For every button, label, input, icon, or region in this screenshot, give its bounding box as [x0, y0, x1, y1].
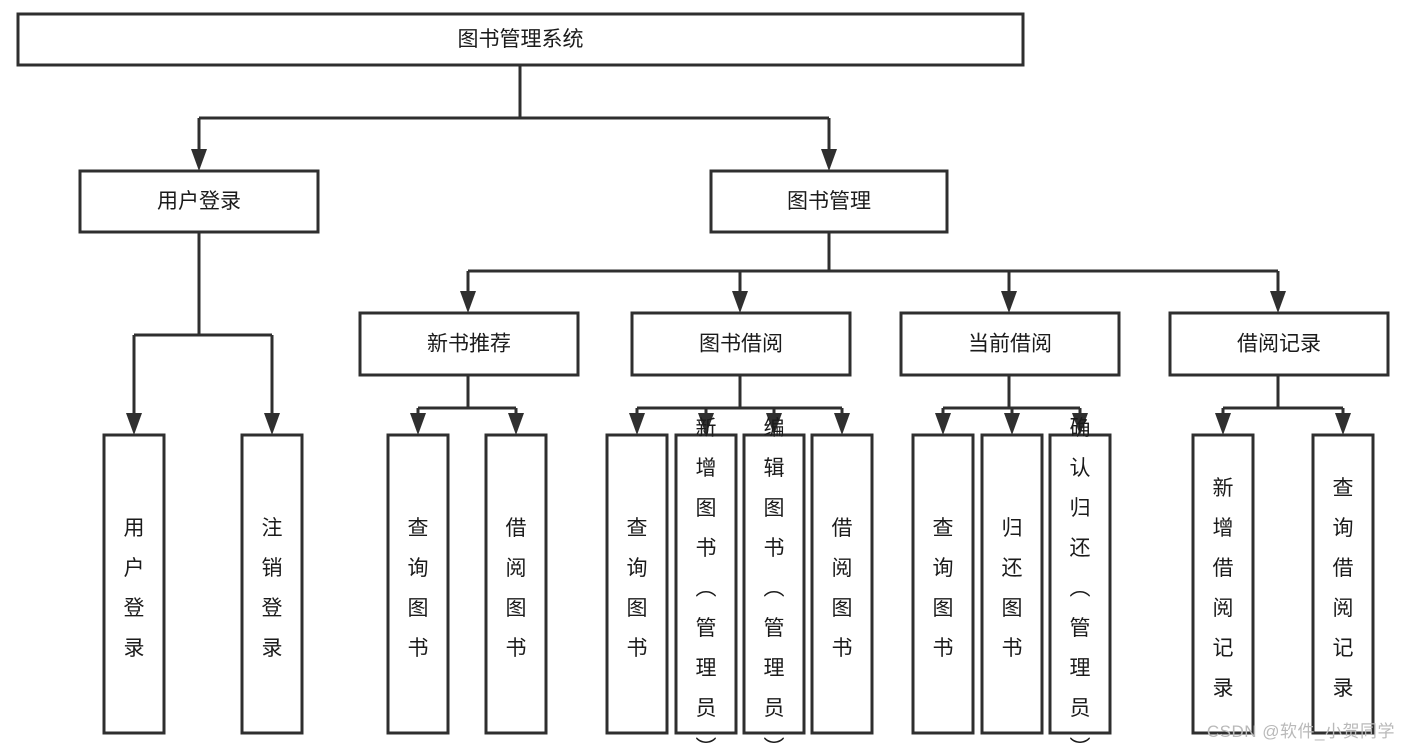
node-box-leaf-edit-book-admin[interactable]	[742, 433, 806, 735]
node-box-leaf-user-login[interactable]	[102, 433, 166, 735]
arrow-head-icon	[821, 149, 837, 171]
connector-group-book-manage-split	[460, 232, 1286, 313]
node-leaf-query-record[interactable]: 查询借阅记录	[1311, 433, 1375, 735]
arrow-head-icon	[460, 291, 476, 313]
node-box-leaf-logout[interactable]	[240, 433, 304, 735]
arrow-head-icon	[1335, 413, 1351, 435]
node-box-leaf-confirm-return-admin[interactable]	[1048, 433, 1112, 735]
node-leaf-query-book-rec[interactable]: 查询图书	[386, 433, 450, 735]
node-current-borrow[interactable]: 当前借阅	[899, 311, 1121, 377]
node-label-root: 图书管理系统	[458, 28, 584, 51]
node-label-borrow-record: 借阅记录	[1237, 333, 1321, 356]
node-layer: 图书管理系统用户登录图书管理新书推荐图书借阅当前借阅借阅记录用户登录注销登录查询…	[16, 12, 1390, 747]
node-book-manage[interactable]: 图书管理	[709, 169, 949, 234]
node-box-leaf-query-record[interactable]	[1311, 433, 1375, 735]
arrow-head-icon	[629, 413, 645, 435]
arrow-head-icon	[410, 413, 426, 435]
connector-layer	[126, 65, 1351, 435]
node-leaf-query-book-current[interactable]: 查询图书	[911, 433, 975, 735]
arrow-head-icon	[126, 413, 142, 435]
node-new-book-recommend[interactable]: 新书推荐	[358, 311, 580, 377]
node-label-leaf-query-record: 查询借阅记录	[1333, 477, 1354, 700]
node-box-leaf-query-book-borrow[interactable]	[605, 433, 669, 735]
node-box-leaf-return-book[interactable]	[980, 433, 1044, 735]
node-user-login[interactable]: 用户登录	[78, 169, 320, 234]
node-leaf-borrow-book[interactable]: 借阅图书	[810, 433, 874, 735]
node-label-leaf-borrow-book: 借阅图书	[832, 517, 853, 660]
arrow-head-icon	[1004, 413, 1020, 435]
arrow-head-icon	[834, 413, 850, 435]
node-leaf-borrow-book-rec[interactable]: 借阅图书	[484, 433, 548, 735]
node-label-leaf-edit-book-admin: 编辑图书︵管理员︶	[764, 417, 785, 747]
node-label-new-book-recommend: 新书推荐	[427, 333, 511, 356]
node-box-leaf-query-book-current[interactable]	[911, 433, 975, 735]
node-box-book-manage[interactable]	[709, 169, 949, 234]
node-box-new-book-recommend[interactable]	[358, 311, 580, 377]
node-box-book-borrow[interactable]	[630, 311, 852, 377]
arrow-head-icon	[1072, 413, 1088, 435]
arrow-head-icon	[698, 413, 714, 435]
node-leaf-return-book[interactable]: 归还图书	[980, 433, 1044, 735]
node-label-leaf-query-book-current: 查询图书	[933, 517, 954, 660]
connector-group-new-book-recommend-split	[410, 375, 524, 435]
node-box-leaf-borrow-book-rec[interactable]	[484, 433, 548, 735]
connector-group-book-borrow-split	[629, 375, 850, 435]
arrow-head-icon	[508, 413, 524, 435]
node-label-leaf-add-book-admin: 新增图书︵管理员︶	[696, 417, 717, 747]
node-borrow-record[interactable]: 借阅记录	[1168, 311, 1390, 377]
node-leaf-query-book-borrow[interactable]: 查询图书	[605, 433, 669, 735]
node-leaf-user-login[interactable]: 用户登录	[102, 433, 166, 735]
node-box-borrow-record[interactable]	[1168, 311, 1390, 377]
connector-group-root-split	[191, 65, 837, 171]
arrow-head-icon	[191, 149, 207, 171]
arrow-head-icon	[264, 413, 280, 435]
node-box-root[interactable]	[16, 12, 1025, 67]
node-label-leaf-logout: 注销登录	[262, 517, 283, 660]
connector-group-current-borrow-split	[935, 375, 1088, 435]
node-label-user-login: 用户登录	[157, 190, 241, 213]
connector-group-borrow-record-split	[1215, 375, 1351, 435]
node-box-leaf-add-book-admin[interactable]	[674, 433, 738, 735]
node-leaf-confirm-return-admin[interactable]: 确认归还︵管理员︶	[1048, 417, 1112, 747]
node-label-leaf-add-record: 新增借阅记录	[1213, 477, 1234, 700]
node-box-leaf-query-book-rec[interactable]	[386, 433, 450, 735]
node-box-current-borrow[interactable]	[899, 311, 1121, 377]
node-book-borrow[interactable]: 图书借阅	[630, 311, 852, 377]
arrow-head-icon	[732, 291, 748, 313]
node-box-leaf-add-record[interactable]	[1191, 433, 1255, 735]
arrow-head-icon	[935, 413, 951, 435]
node-label-leaf-borrow-book-rec: 借阅图书	[506, 517, 527, 660]
arrow-head-icon	[766, 413, 782, 435]
node-label-current-borrow: 当前借阅	[968, 333, 1052, 356]
node-label-book-borrow: 图书借阅	[699, 333, 783, 356]
node-label-leaf-confirm-return-admin: 确认归还︵管理员︶	[1070, 417, 1091, 747]
arrow-head-icon	[1215, 413, 1231, 435]
node-label-leaf-return-book: 归还图书	[1002, 517, 1023, 660]
node-leaf-edit-book-admin[interactable]: 编辑图书︵管理员︶	[742, 417, 806, 747]
node-box-user-login[interactable]	[78, 169, 320, 234]
node-leaf-add-book-admin[interactable]: 新增图书︵管理员︶	[674, 417, 738, 747]
connector-group-user-login-split	[126, 232, 280, 435]
arrow-head-icon	[1001, 291, 1017, 313]
node-box-leaf-borrow-book[interactable]	[810, 433, 874, 735]
node-label-leaf-query-book-borrow: 查询图书	[627, 517, 648, 660]
node-root[interactable]: 图书管理系统	[16, 12, 1025, 67]
node-leaf-logout[interactable]: 注销登录	[240, 433, 304, 735]
node-label-leaf-query-book-rec: 查询图书	[408, 517, 429, 660]
node-label-leaf-user-login: 用户登录	[124, 517, 145, 660]
node-label-book-manage: 图书管理	[787, 190, 871, 213]
node-leaf-add-record[interactable]: 新增借阅记录	[1191, 433, 1255, 735]
arrow-head-icon	[1270, 291, 1286, 313]
